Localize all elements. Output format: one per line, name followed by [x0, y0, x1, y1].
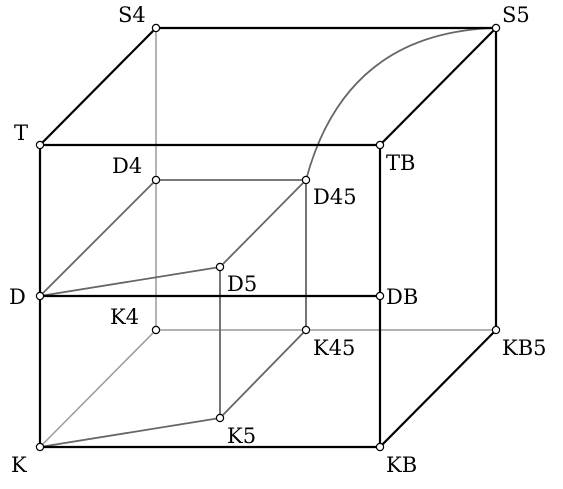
label-KB: KB	[386, 453, 417, 477]
vertex-D4	[151, 175, 161, 185]
vertex-DB	[375, 291, 385, 301]
vertex-D	[35, 291, 45, 301]
label-K: K	[11, 453, 27, 477]
vertex-K5	[215, 413, 225, 423]
vertex-D5	[215, 262, 225, 272]
edge-D45-S5-curve	[305, 27, 497, 181]
inner-edges	[39, 27, 497, 448]
label-KB5: KB5	[502, 336, 546, 360]
vertex-D45	[301, 175, 311, 185]
label-DB: DB	[386, 285, 418, 309]
label-D: D	[9, 285, 26, 309]
vertex-S4	[151, 23, 161, 33]
edge-T-S4	[39, 27, 157, 146]
label-D5: D5	[227, 272, 257, 296]
label-K45: K45	[313, 336, 355, 360]
vertex-TB	[375, 140, 385, 150]
vertex-K	[35, 442, 45, 452]
vertex-T	[35, 140, 45, 150]
edge-TB-S5	[379, 27, 497, 146]
edge-KB5-KB	[379, 329, 497, 448]
label-K5: K5	[227, 424, 256, 448]
edge-D-D4	[39, 179, 157, 297]
label-D45: D45	[313, 185, 357, 209]
edge-K5-K45	[219, 329, 307, 419]
edge-D-D5	[39, 266, 221, 297]
label-D4: D4	[112, 154, 142, 178]
hidden-edges	[39, 28, 496, 448]
vertex-K4	[151, 325, 161, 335]
vertex-S5	[491, 23, 501, 33]
edge-K-K4	[39, 329, 157, 448]
vertex-K45	[301, 325, 311, 335]
edge-K-K5	[39, 417, 221, 448]
vertex-KB5	[491, 325, 501, 335]
label-S5: S5	[502, 3, 530, 27]
label-TB: TB	[386, 151, 415, 175]
outer-edges	[38, 26, 498, 449]
vertex-labels: S4 S5 T TB D4 D45 D5 D DB K4 K45 KB5 K5 …	[9, 3, 546, 477]
edge-D5-D45	[219, 179, 307, 268]
vertices	[35, 23, 501, 452]
label-S4: S4	[118, 3, 146, 27]
label-K4: K4	[110, 305, 139, 329]
vertex-KB	[375, 442, 385, 452]
label-T: T	[14, 121, 28, 145]
